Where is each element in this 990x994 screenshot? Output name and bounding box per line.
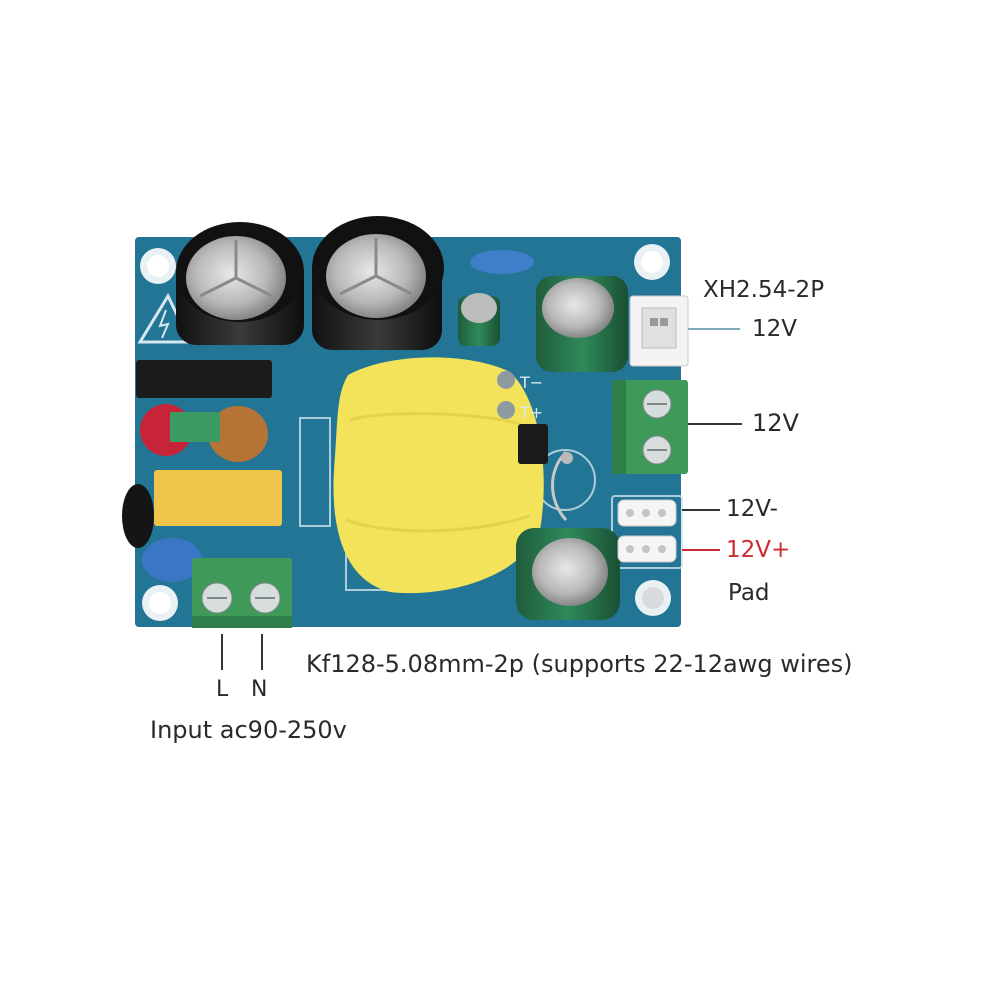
input-spec-label: Input ac90-250v: [150, 716, 347, 744]
xh-connector: [629, 295, 689, 367]
terminal-spec-label: Kf128-5.08mm-2p (supports 22-12awg wires…: [306, 650, 853, 678]
pad-negative-label: 12V-: [726, 496, 778, 522]
callout-lines: [221, 328, 742, 670]
xh-connector-label: XH2.54-2P: [703, 277, 825, 303]
xh-voltage-label: 12V: [752, 316, 798, 342]
screw-voltage-label: 12V: [752, 409, 799, 437]
pad-label: Pad: [728, 580, 770, 606]
y-capacitor-bottom: [142, 538, 202, 582]
black-capacitor-right: [312, 216, 444, 350]
svg-text:T−: T−: [519, 373, 543, 392]
line-label: L: [216, 677, 229, 702]
black-capacitor-left: [176, 222, 304, 345]
varistor: [122, 484, 154, 548]
black-component: [136, 360, 272, 398]
pad-positive-label: 12V+: [726, 537, 791, 563]
solder-pads: [617, 499, 677, 563]
neutral-label: N: [251, 677, 268, 702]
svg-text:T+: T+: [519, 403, 543, 422]
green-capacitor-bottom: [516, 528, 620, 620]
transformer: [333, 357, 544, 594]
t-pins: T− T+: [497, 371, 543, 422]
mounting-holes: [140, 244, 671, 621]
x-capacitor: [154, 470, 282, 526]
output-screw-terminal: [612, 380, 688, 474]
small-green-capacitor: [458, 293, 500, 346]
input-screw-terminal: [192, 558, 292, 628]
black-ic: [518, 424, 548, 464]
y-capacitor-top: [470, 250, 534, 274]
green-capacitor-top: [536, 276, 628, 372]
common-mode-choke: [140, 404, 268, 462]
